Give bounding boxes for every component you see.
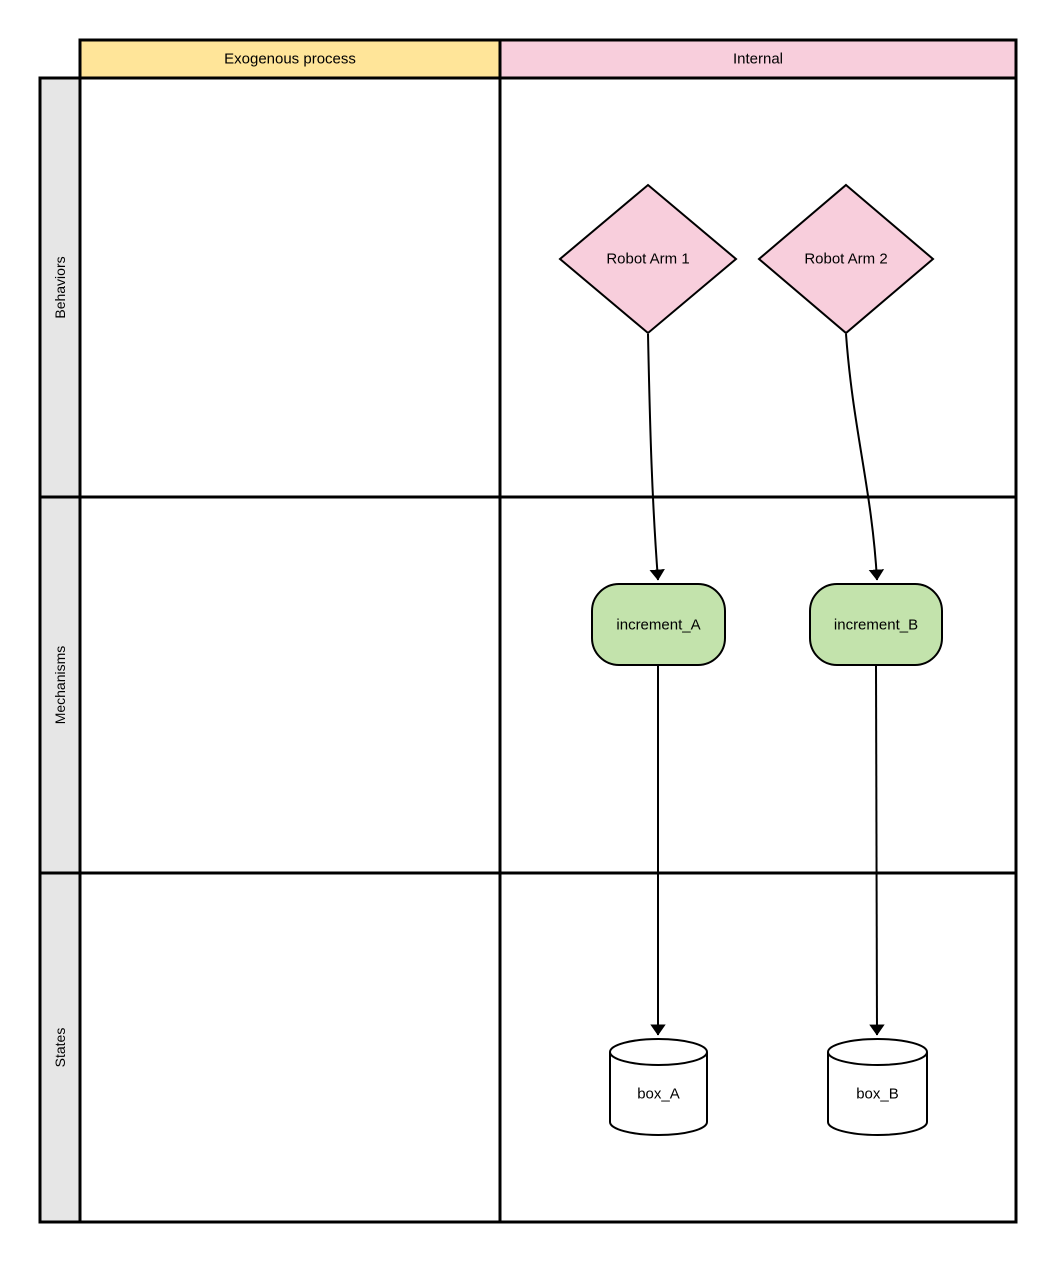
cell-states-exogenous [78, 871, 502, 1224]
header-internal-label: Internal [733, 51, 783, 68]
rounded-rect-increment-a-label: increment_A [616, 617, 700, 634]
cylinder-box-a-label: box_A [637, 1086, 680, 1103]
edges [647, 333, 885, 1036]
rounded-rect-increment-a[interactable] [591, 583, 726, 666]
cylinder-box-b[interactable]: box_B [827, 1038, 928, 1136]
edge-robot-arm-2-to-increment-b [845, 333, 885, 581]
cell-states-internal [498, 871, 1018, 1224]
header-exogenous-process [78, 38, 502, 80]
row-header-behaviors-label: Behaviors [52, 256, 68, 318]
mechanism-nodes: increment_A increment_B [591, 583, 943, 666]
row-header-states [38, 871, 82, 1224]
row-header-mechanisms-label: Mechanisms [52, 646, 68, 725]
row-headers: Behaviors Mechanisms States [38, 76, 82, 1224]
edge-robot-arm-1-to-increment-a [647, 333, 665, 581]
cylinder-box-a-rim [609, 1051, 708, 1066]
header-internal [498, 38, 1018, 80]
row-header-mechanisms [38, 495, 82, 875]
diamond-robot-arm-1[interactable] [558, 183, 738, 335]
cylinder-box-b-rim [827, 1051, 928, 1066]
cell-behaviors-internal [498, 76, 1018, 499]
rounded-rect-increment-b[interactable] [809, 583, 943, 666]
column-headers: Exogenous process Internal [78, 38, 1018, 80]
header-exogenous-process-label: Exogenous process [224, 51, 356, 68]
cylinder-box-a[interactable]: box_A [609, 1038, 708, 1136]
edge-increment-b-to-box-b [869, 665, 885, 1036]
diamond-robot-arm-2[interactable] [757, 183, 935, 335]
row-header-states-label: States [52, 1028, 68, 1068]
cell-behaviors-exogenous [78, 76, 502, 499]
diamond-robot-arm-1-label: Robot Arm 1 [606, 251, 689, 268]
cylinder-box-b-label: box_B [856, 1086, 899, 1103]
state-nodes: box_A box_B [609, 1038, 928, 1136]
rounded-rect-increment-b-label: increment_B [834, 617, 918, 634]
cell-mechanisms-exogenous [78, 495, 502, 875]
diamond-robot-arm-2-label: Robot Arm 2 [804, 251, 887, 268]
grid [78, 76, 1018, 1224]
cell-mechanisms-internal [498, 495, 1018, 875]
behavior-nodes: Robot Arm 1 Robot Arm 2 [558, 183, 935, 335]
